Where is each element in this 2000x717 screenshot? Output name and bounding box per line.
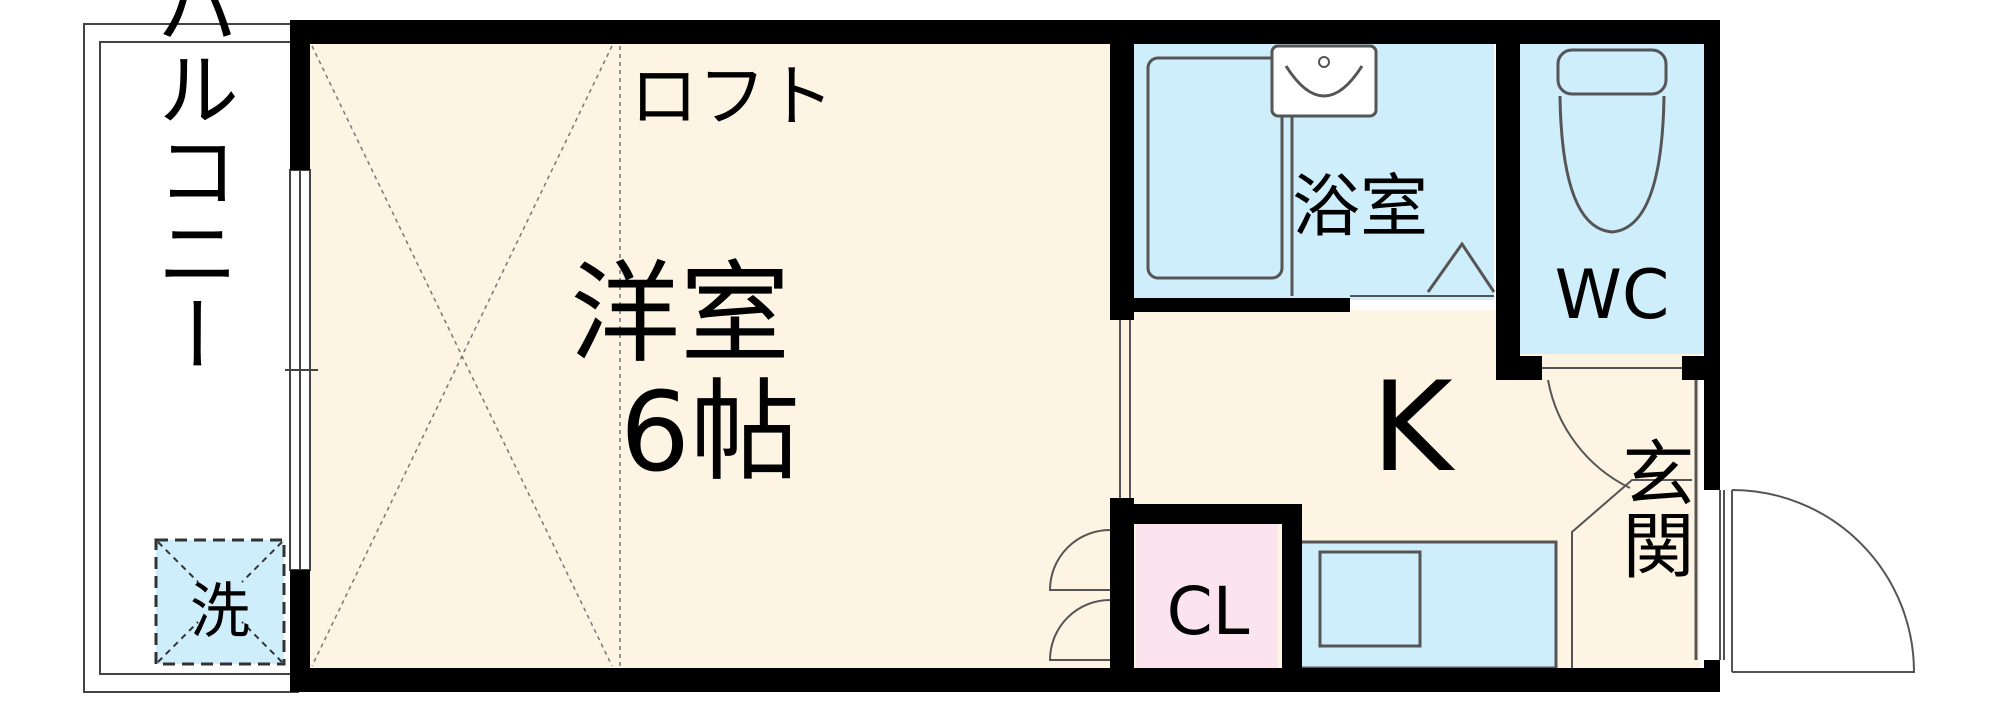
bathroom xyxy=(1134,44,1496,300)
laundry-pan xyxy=(154,538,286,666)
closet-floor xyxy=(1136,524,1278,668)
closet-label: CL xyxy=(1167,573,1250,650)
toilet xyxy=(1520,44,1704,354)
laundry-label: 洗 xyxy=(190,577,250,647)
bath-label: 浴室 xyxy=(1292,168,1428,247)
loft-lines xyxy=(311,45,621,667)
loft-label: ロフト xyxy=(630,58,834,137)
toilet-label: WC xyxy=(1555,256,1670,335)
kitchen-counter xyxy=(1298,540,1558,670)
western-room-size: 6帖 xyxy=(620,368,800,496)
western-room-floor xyxy=(310,44,1110,668)
balcony-label: バルコニー xyxy=(143,0,238,375)
western-room-label: 洋室 xyxy=(570,250,790,378)
walls xyxy=(290,20,1720,692)
doors xyxy=(1048,320,1916,673)
kitchen-label: K xyxy=(1371,356,1455,500)
entrance-label: 玄関 xyxy=(1610,436,1694,580)
